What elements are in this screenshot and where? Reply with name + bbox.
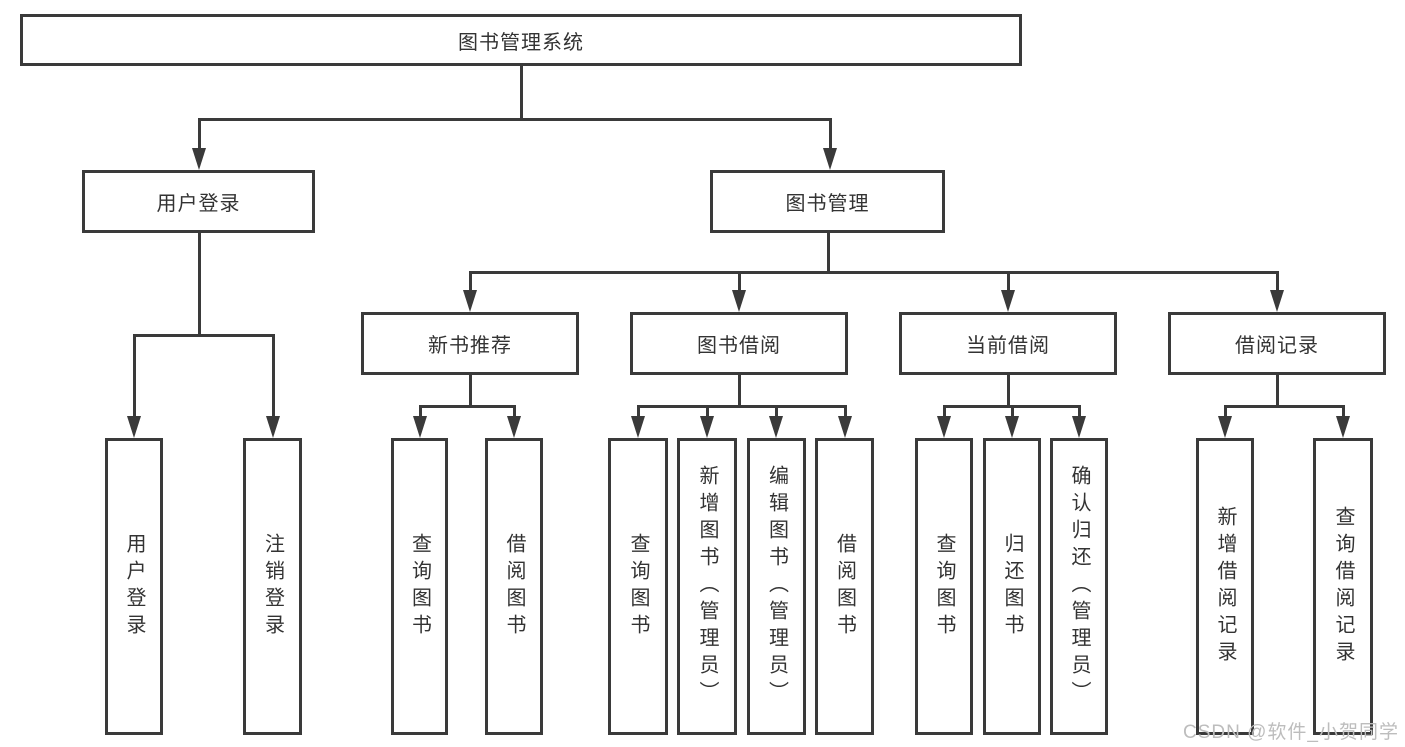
- connector-line: [1007, 271, 1010, 292]
- connector-line: [419, 405, 516, 408]
- connector-line: [1011, 405, 1014, 418]
- node-book-borrowing: 图书借阅: [630, 312, 848, 375]
- leaf-add-book-admin: 新增图书（管理员）: [677, 438, 737, 735]
- connector-line: [469, 375, 472, 407]
- node-label: 编辑图书（管理员）: [765, 465, 788, 708]
- connector-line: [419, 405, 422, 418]
- connector-line: [827, 233, 830, 273]
- connector-line: [844, 405, 847, 418]
- leaf-query-borrow-record: 查询借阅记录: [1313, 438, 1373, 735]
- node-label: 确认归还（管理员）: [1068, 465, 1090, 708]
- arrow-down-icon: [937, 416, 951, 438]
- connector-line: [1224, 405, 1345, 408]
- leaf-borrow-books-borrowing: 借阅图书: [815, 438, 874, 735]
- arrow-down-icon: [1336, 416, 1350, 438]
- connector-line: [1276, 375, 1279, 407]
- arrow-down-icon: [1218, 416, 1232, 438]
- connector-line: [513, 405, 516, 418]
- node-label: 查询借阅记录: [1332, 505, 1354, 668]
- node-label: 新书推荐: [428, 335, 512, 357]
- node-label: 新增借阅记录: [1214, 505, 1236, 668]
- node-book-management: 图书管理: [710, 170, 945, 233]
- connector-line: [198, 233, 201, 335]
- leaf-query-books-current: 查询图书: [915, 438, 973, 735]
- leaf-borrow-books-recommend: 借阅图书: [485, 438, 543, 735]
- leaf-add-borrow-record: 新增借阅记录: [1196, 438, 1254, 735]
- arrow-down-icon: [463, 290, 477, 312]
- arrow-down-icon: [192, 148, 206, 170]
- connector-line: [1342, 405, 1345, 418]
- node-label: 注销登录: [261, 532, 284, 641]
- node-label: 查询图书: [627, 532, 649, 641]
- node-new-book-recommend: 新书推荐: [361, 312, 579, 375]
- leaf-query-books-borrowing: 查询图书: [608, 438, 668, 735]
- node-label: 查询图书: [408, 532, 431, 641]
- node-label: 归还图书: [1001, 532, 1023, 641]
- arrow-down-icon: [823, 148, 837, 170]
- arrow-down-icon: [631, 416, 645, 438]
- connector-line: [738, 375, 741, 407]
- arrow-down-icon: [769, 416, 783, 438]
- node-label: 当前借阅: [966, 335, 1050, 357]
- node-label: 图书管理系统: [458, 31, 584, 54]
- connector-line: [943, 405, 946, 418]
- node-label: 借阅图书: [833, 532, 856, 641]
- connector-line: [1078, 405, 1081, 418]
- connector-line: [1007, 375, 1010, 407]
- connector-line: [1276, 271, 1279, 292]
- arrow-down-icon: [507, 416, 521, 438]
- connector-line: [272, 334, 275, 418]
- arrow-down-icon: [1270, 290, 1284, 312]
- connector-line: [637, 405, 640, 418]
- node-label: 借阅图书: [503, 532, 525, 641]
- connector-line: [469, 271, 1279, 274]
- leaf-logout: 注销登录: [243, 438, 302, 735]
- arrow-down-icon: [413, 416, 427, 438]
- node-label: 图书借阅: [697, 335, 781, 357]
- node-label: 用户登录: [156, 193, 241, 215]
- arrow-down-icon: [732, 290, 746, 312]
- leaf-user-login: 用户登录: [105, 438, 163, 735]
- connector-line: [637, 405, 847, 408]
- node-borrowing-records: 借阅记录: [1168, 312, 1386, 375]
- node-user-login: 用户登录: [82, 170, 315, 233]
- node-label: 借阅记录: [1235, 335, 1319, 357]
- connector-line: [706, 405, 709, 418]
- connector-line: [469, 271, 472, 292]
- node-label: 用户登录: [123, 532, 145, 641]
- arrow-down-icon: [1072, 416, 1086, 438]
- connector-line: [520, 66, 523, 119]
- connector-line: [738, 271, 741, 292]
- watermark: CSDN @软件_小贺同学: [1183, 722, 1399, 743]
- connector-line: [133, 334, 275, 337]
- node-label: 图书管理: [785, 193, 870, 215]
- node-label: 新增图书（管理员）: [696, 465, 718, 708]
- node-current-borrowing: 当前借阅: [899, 312, 1117, 375]
- arrow-down-icon: [1001, 290, 1015, 312]
- connector-line: [198, 118, 201, 151]
- connector-line: [829, 118, 832, 151]
- leaf-return-book: 归还图书: [983, 438, 1041, 735]
- leaf-confirm-return-admin: 确认归还（管理员）: [1050, 438, 1108, 735]
- arrow-down-icon: [838, 416, 852, 438]
- arrow-down-icon: [700, 416, 714, 438]
- connector-line: [198, 118, 831, 121]
- connector-line: [133, 334, 136, 418]
- arrow-down-icon: [127, 416, 141, 438]
- connector-line: [775, 405, 778, 418]
- node-label: 查询图书: [933, 532, 955, 641]
- connector-line: [1224, 405, 1227, 418]
- arrow-down-icon: [266, 416, 280, 438]
- leaf-query-books-recommend: 查询图书: [391, 438, 448, 735]
- arrow-down-icon: [1005, 416, 1019, 438]
- leaf-edit-book-admin: 编辑图书（管理员）: [747, 438, 806, 735]
- node-library-system: 图书管理系统: [20, 14, 1022, 66]
